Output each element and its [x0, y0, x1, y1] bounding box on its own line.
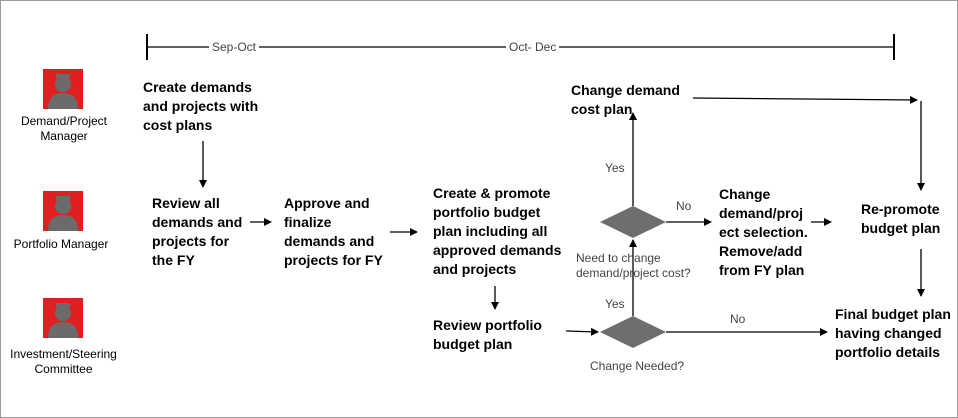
step-line: portfolio budget [433, 204, 541, 220]
decision-label-cost-change: Need to change demand/project cost? [576, 251, 716, 281]
step-line: Remove/add [719, 243, 803, 259]
step-line: Approve and [284, 195, 370, 211]
person-avatar-icon [43, 191, 83, 231]
step-line: Create demands [143, 79, 252, 95]
decision-line: Change Needed? [590, 359, 685, 373]
step-line: Review portfolio [433, 317, 542, 333]
role-line: Demand/Project [20, 114, 108, 128]
step-line: and projects with [143, 98, 259, 114]
decision-line: Need to change [576, 251, 661, 265]
step-line: demands and [284, 233, 375, 249]
step-line: the FY [152, 252, 195, 268]
person-avatar-icon [43, 298, 83, 338]
role-line: Committee [34, 362, 93, 376]
step-line: budget plan [433, 336, 513, 352]
step-line: projects for FY [284, 252, 383, 268]
arrow-review-portfolio-to-change-needed [565, 327, 599, 336]
timeline-label-oct-dec: Oct- Dec [506, 40, 560, 54]
step-line: approved demands [433, 242, 562, 258]
step-line: Review all [152, 195, 220, 211]
step-line: finalize [284, 214, 332, 230]
step-review-demands: Review all demands and projects for the … [152, 194, 252, 270]
step-line: Re-promote [861, 201, 940, 217]
step-final-budget-plan: Final budget plan having changed portfol… [835, 305, 955, 362]
decision-diamond-change-needed [600, 316, 666, 348]
step-line: from FY plan [719, 262, 805, 278]
arrow-cost-plan-to-top [692, 95, 918, 104]
person-avatar-icon [43, 69, 83, 109]
step-line: cost plan [571, 101, 633, 117]
edge-label-yes-upper: Yes [605, 161, 625, 175]
step-change-project-selection: Change demand/proj ect selection. Remove… [719, 185, 819, 280]
decision-diamond-cost [600, 206, 666, 238]
step-line: having changed [835, 325, 942, 341]
decision-label-change-needed: Change Needed? [590, 359, 700, 374]
role-label-investment-steering-committee: Investment/Steering Committee [6, 347, 121, 377]
step-line: projects for [152, 233, 230, 249]
role-line: Manager [40, 129, 88, 143]
step-line: plan including all [433, 223, 548, 239]
step-review-portfolio-budget: Review portfolio budget plan [433, 316, 563, 354]
timeline-label-sep-oct: Sep-Oct [209, 40, 260, 54]
step-line: Change demand [571, 82, 680, 98]
step-line: ect selection. [719, 224, 808, 240]
role-label-demand-project-manager: Demand/Project Manager [9, 114, 119, 144]
edge-label-no-upper: No [676, 199, 692, 213]
edge-label-no-lower: No [730, 312, 746, 326]
step-approve-finalize: Approve and finalize demands and project… [284, 194, 396, 270]
step-create-promote-budget: Create & promote portfolio budget plan i… [433, 184, 573, 279]
step-repromote-budget: Re-promote budget plan [861, 200, 956, 238]
step-line: and projects [433, 261, 517, 277]
step-line: demands and [152, 214, 243, 230]
decision-line: demand/project cost? [576, 266, 691, 280]
step-line: Change [719, 186, 771, 202]
role-label-portfolio-manager: Portfolio Manager [1, 237, 121, 252]
step-line: budget plan [861, 220, 941, 236]
step-line: Final budget plan [835, 306, 951, 322]
role-line: Portfolio Manager [13, 237, 109, 251]
step-line: demand/proj [719, 205, 804, 221]
edge-label-yes-lower: Yes [605, 297, 625, 311]
step-change-demand-cost-plan: Change demand cost plan [571, 81, 691, 119]
step-create-demands: Create demands and projects with cost pl… [143, 78, 283, 135]
step-line: portfolio details [835, 344, 940, 360]
step-line: cost plans [143, 117, 213, 133]
step-line: Create & promote [433, 185, 551, 201]
role-line: Investment/Steering [10, 347, 117, 361]
